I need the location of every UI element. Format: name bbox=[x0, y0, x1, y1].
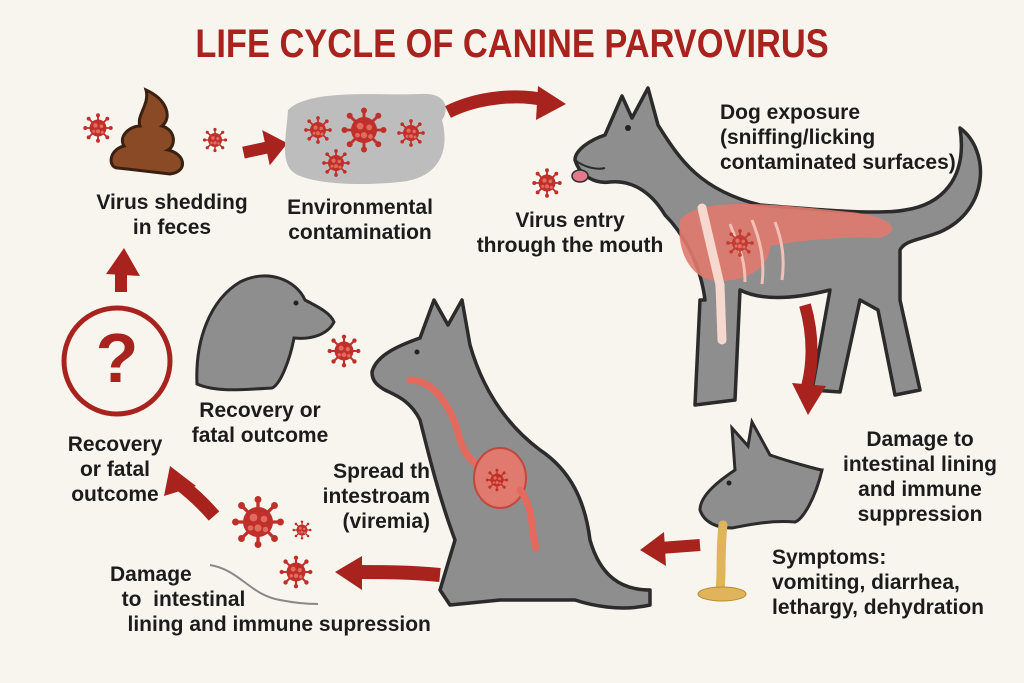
arrow-icon bbox=[106, 248, 140, 276]
virus-icon bbox=[531, 167, 563, 199]
arrow-icon bbox=[640, 532, 666, 566]
label-virus-entry: Virus entry through the mouth bbox=[476, 209, 664, 257]
arrow-icon bbox=[335, 556, 362, 590]
feces-icon bbox=[109, 87, 184, 176]
question-circle-icon bbox=[61, 305, 173, 417]
label-dog-exposure: Dog exposure (sniffing/licking contamina… bbox=[720, 101, 956, 174]
diagram-title: LIFE CYCLE OF CANINE PARVOVIRUS bbox=[195, 22, 829, 66]
label-recovery-left: Recovery or fatal outcome bbox=[67, 433, 163, 506]
virus-icon bbox=[82, 112, 114, 144]
label-symptoms: Symptoms: vomiting, diarrhea, lethargy, … bbox=[772, 546, 984, 619]
dog-head-illustration bbox=[195, 274, 336, 392]
question-mark-icon: ? bbox=[95, 319, 139, 397]
arrow-icon bbox=[536, 86, 566, 120]
label-damage-left: Damage to intestinal lining and immune s… bbox=[110, 563, 431, 636]
arrow-icon bbox=[242, 130, 288, 166]
virus-icon bbox=[202, 127, 228, 153]
vomiting-dog-head-illustration bbox=[697, 417, 824, 602]
virus-icon bbox=[485, 468, 509, 492]
virus-icon bbox=[230, 494, 286, 550]
intestine-line-icon bbox=[209, 564, 319, 605]
label-environmental-contamination: Environmental contamination bbox=[287, 196, 433, 244]
standing-dog-illustration bbox=[571, 86, 983, 407]
label-recovery-middle: Recovery or fatal outcome bbox=[191, 399, 329, 447]
label-spread-viremia: Spread th intestroam (viremia) bbox=[322, 460, 430, 533]
virus-icon bbox=[303, 115, 333, 145]
arrow-icon bbox=[792, 383, 826, 415]
arrow-icon bbox=[164, 466, 196, 496]
label-damage-right: Damage to intestinal lining and immune s… bbox=[842, 428, 997, 526]
virus-icon bbox=[340, 106, 388, 154]
virus-icon bbox=[321, 148, 351, 178]
virus-icon bbox=[396, 118, 426, 148]
label-virus-shedding: Virus shedding in feces bbox=[96, 191, 248, 239]
virus-icon bbox=[326, 333, 362, 369]
virus-icon bbox=[725, 228, 755, 258]
